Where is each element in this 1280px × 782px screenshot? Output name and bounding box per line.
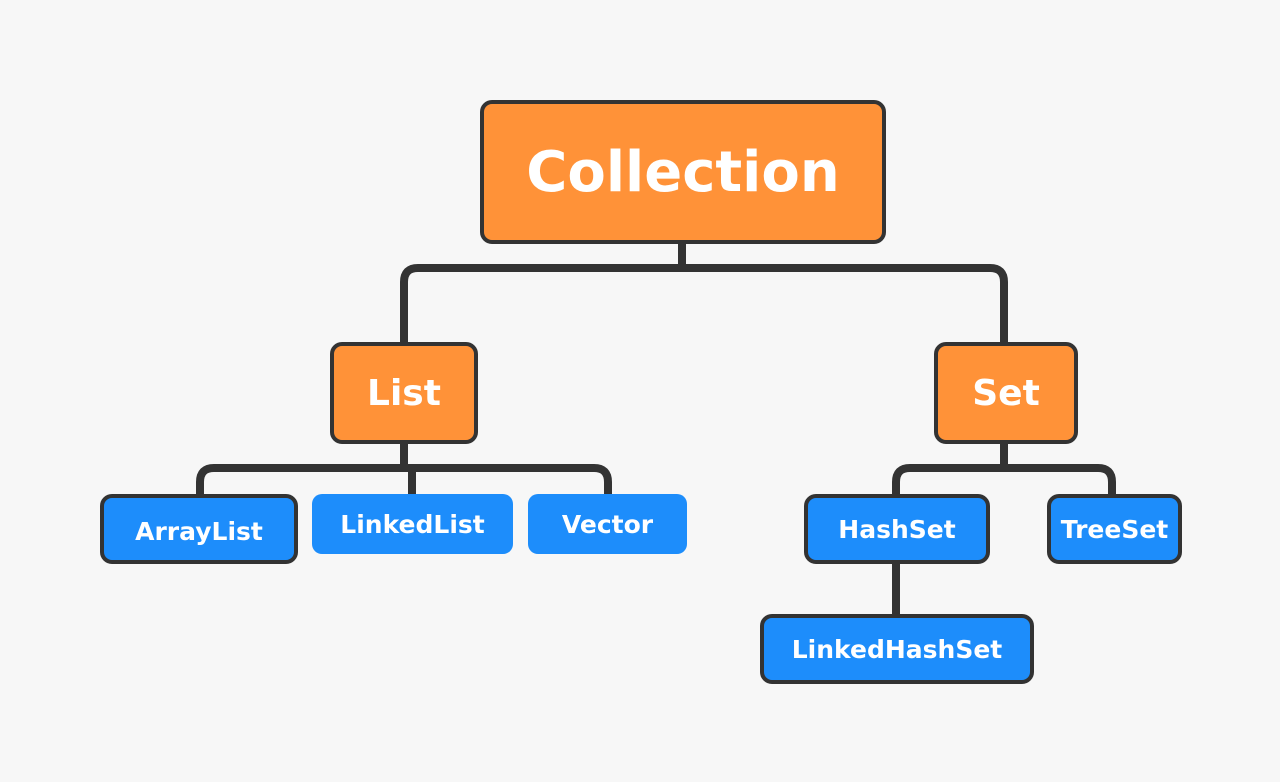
hashset-label: HashSet	[838, 514, 956, 544]
edge-set-children	[892, 440, 1116, 498]
collection-label: Collection	[526, 139, 840, 205]
linkedlist-label: LinkedList	[340, 509, 485, 539]
edge-collection-list-set	[400, 240, 1008, 346]
list-label: List	[367, 372, 441, 414]
edge-list-children	[196, 440, 612, 498]
collection-node: Collection	[480, 100, 886, 244]
linkedhashset-node: LinkedHashSet	[760, 614, 1034, 684]
list-node: List	[330, 342, 478, 444]
hashset-node: HashSet	[804, 494, 990, 564]
vector-label: Vector	[561, 509, 654, 539]
set-label: Set	[972, 372, 1040, 414]
arraylist-node: ArrayList	[100, 494, 298, 564]
set-node: Set	[934, 342, 1078, 444]
arraylist-label: ArrayList	[135, 516, 263, 546]
linkedhashset-label: LinkedHashSet	[791, 634, 1003, 664]
vector-node: Vector	[528, 494, 687, 554]
linkedlist-node: LinkedList	[312, 494, 513, 554]
treeset-node: TreeSet	[1047, 494, 1182, 564]
treeset-label: TreeSet	[1060, 514, 1169, 544]
